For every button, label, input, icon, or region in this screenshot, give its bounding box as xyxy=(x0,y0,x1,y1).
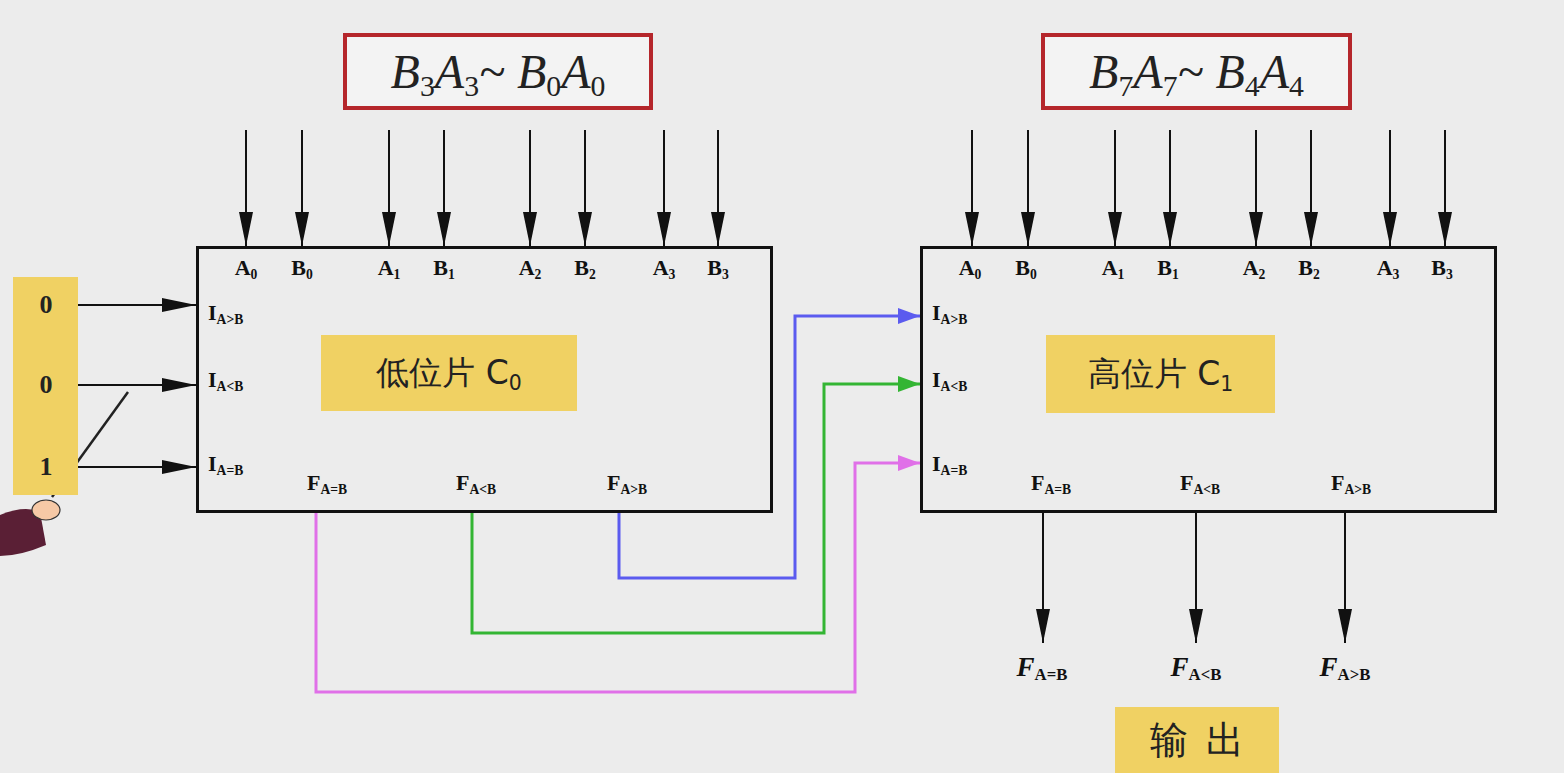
pin-name: FA>B xyxy=(1331,470,1371,496)
logic-level: 0 xyxy=(40,290,53,320)
pin-name: B1 xyxy=(433,255,455,281)
pin-name: A1 xyxy=(1102,255,1125,281)
chip-label-box: 低位片 C0 xyxy=(321,335,577,411)
box-text: B3A3~ B0A0 xyxy=(391,44,606,99)
pin-name: B0 xyxy=(1015,255,1037,281)
pin-name: IA<B xyxy=(932,367,967,393)
pin-name: IA=B xyxy=(208,451,243,477)
logic-level: 0 xyxy=(40,370,53,400)
cascade-input-strip: 0 0 1 xyxy=(13,277,78,495)
pin-name: A2 xyxy=(519,255,542,281)
bit-group-box: B3A3~ B0A0 xyxy=(343,33,653,110)
logic-level: 1 xyxy=(40,452,53,482)
pin-name: FA<B xyxy=(1180,470,1220,496)
box-text: 低位片 C0 xyxy=(376,351,522,396)
input-arrow xyxy=(78,384,196,386)
pin-name: FA=B xyxy=(1031,470,1071,496)
output-signal: FA>B xyxy=(1320,652,1371,683)
bit-group-box: B7A7~ B4A4 xyxy=(1041,33,1352,110)
comparator-chip: A0 B0 A1 B1 A2 B2 A3 B3IA>B IA<B IA=B FA=B FA<B FA>B… xyxy=(920,246,1497,513)
box-text: 高位片 C1 xyxy=(1088,352,1234,397)
input-arrow xyxy=(78,466,196,468)
pin-name: IA>B xyxy=(932,300,967,326)
box-text: 输出 xyxy=(1133,715,1260,766)
pin-name: IA<B xyxy=(208,367,243,393)
pin-name: IA=B xyxy=(932,451,967,477)
input-arrows xyxy=(246,130,1445,246)
output-signal: FA<B xyxy=(1171,652,1222,683)
pin-name: FA<B xyxy=(456,470,496,496)
pin-name: FA>B xyxy=(607,470,647,496)
chip-label-box: 高位片 C1 xyxy=(1046,335,1275,413)
pin-name: B3 xyxy=(1431,255,1453,281)
pin-name: B1 xyxy=(1157,255,1179,281)
comparator-chip: A0 B0 A1 B1 A2 B2 A3 B3IA>B IA<B IA=B FA=B FA<B FA>B… xyxy=(196,246,773,513)
pin-name: A0 xyxy=(235,255,258,281)
pin-name: A3 xyxy=(1377,255,1400,281)
pin-name: IA>B xyxy=(208,300,243,326)
pin-name: B2 xyxy=(1298,255,1320,281)
box-text: B7A7~ B4A4 xyxy=(1089,44,1304,99)
output-signal: FA=B xyxy=(1017,652,1068,683)
pin-name: B2 xyxy=(574,255,596,281)
pin-name: B3 xyxy=(707,255,729,281)
output-tag: 输出 xyxy=(1115,707,1279,773)
pin-name: A0 xyxy=(959,255,982,281)
pin-name: A1 xyxy=(378,255,401,281)
pin-name: FA=B xyxy=(307,470,347,496)
input-arrow xyxy=(78,304,196,306)
pin-name: A3 xyxy=(653,255,676,281)
output-arrows xyxy=(1043,513,1345,643)
pin-name: B0 xyxy=(291,255,313,281)
pin-name: A2 xyxy=(1243,255,1266,281)
